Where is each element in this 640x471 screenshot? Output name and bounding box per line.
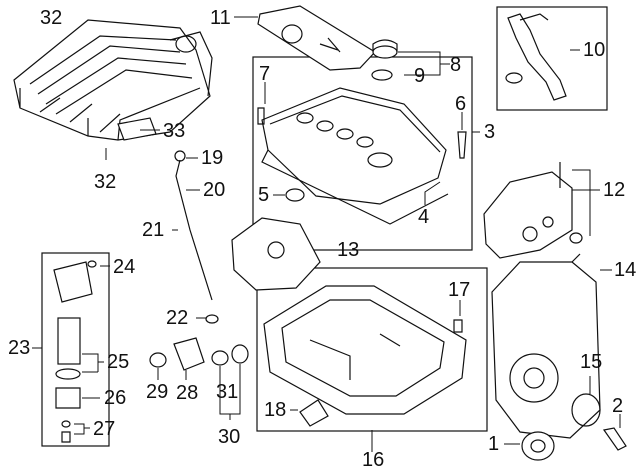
intake-gasket: [117, 117, 157, 141]
cover-bolt-left: [257, 107, 265, 125]
callout-13: 13: [337, 239, 360, 261]
drain-plug: [61, 431, 71, 443]
o-ring-31: [211, 350, 229, 366]
callout-31: 31: [216, 381, 239, 403]
cooler-seal: [569, 232, 583, 244]
pulley-bolt: [602, 427, 627, 451]
pan-bolt: [453, 319, 463, 333]
o-ring-29: [149, 352, 167, 368]
pcv-hose-group-box: [496, 6, 608, 111]
filter-o-ring: [55, 368, 81, 380]
callout-4: 4: [418, 206, 430, 228]
callout-20: 20: [203, 179, 226, 201]
callout-12: 12: [603, 179, 626, 201]
cover-bolt-right: [457, 131, 467, 159]
callout-27: 27: [93, 418, 116, 440]
callout-32: 32: [94, 171, 117, 193]
housing-seal: [87, 260, 97, 268]
spark-plug-seal: [285, 188, 305, 202]
callout-7: 7: [259, 63, 271, 85]
callout-1: 1: [488, 433, 500, 455]
callout-2: 2: [612, 395, 624, 417]
crank-pulley: [521, 431, 555, 461]
tube-seal: [205, 314, 219, 324]
filter-housing: [53, 261, 93, 303]
callout-14: 14: [614, 259, 637, 281]
oil-pan: [263, 285, 467, 415]
callout-21: 21: [142, 219, 165, 241]
filler-cap-seal: [371, 69, 393, 81]
callout-5: 5: [258, 184, 270, 206]
callout-22: 22: [166, 307, 189, 329]
callout-30: 30: [218, 426, 241, 448]
callout-8: 8: [450, 54, 462, 76]
intake-manifold: [13, 19, 213, 141]
plug-30: [231, 344, 249, 364]
callout-29: 29: [146, 381, 169, 403]
callout-25: 25: [107, 351, 130, 373]
callout-24: 24: [113, 256, 136, 278]
cap-seal: [61, 420, 71, 428]
engine-cover: [257, 5, 376, 71]
pcv-hose: [505, 13, 567, 101]
callout-11: 11: [210, 7, 231, 29]
callout-10: 10: [583, 39, 606, 61]
callout-16: 16: [362, 449, 385, 471]
callout-32-top: 32: [40, 7, 63, 29]
dipstick-tube: [175, 159, 213, 301]
filter-element: [57, 317, 81, 365]
callout-6: 6: [455, 93, 467, 115]
callout-15: 15: [580, 351, 603, 373]
oil-cooler-housing: [483, 162, 573, 259]
callout-28: 28: [176, 382, 199, 404]
oil-pump-part: [173, 337, 205, 371]
callout-18: 18: [264, 399, 287, 421]
callout-9: 9: [414, 65, 426, 87]
callout-26: 26: [104, 387, 127, 409]
leader-lines: [32, 16, 621, 452]
timing-cover: [491, 253, 601, 439]
dipstick-handle: [174, 150, 186, 162]
callout-19: 19: [201, 147, 224, 169]
oil-filler-cap: [372, 45, 398, 59]
filter-cap: [55, 387, 81, 409]
callout-33: 33: [163, 120, 186, 142]
callout-17: 17: [448, 279, 471, 301]
crank-seal: [571, 393, 601, 427]
oil-level-sensor: [299, 399, 329, 427]
valve-cover: [261, 87, 449, 225]
oil-filter-group-box: [41, 252, 110, 447]
callout-23: 23: [8, 337, 31, 359]
callout-3: 3: [484, 121, 496, 143]
rear-cover-plate: [231, 217, 321, 291]
